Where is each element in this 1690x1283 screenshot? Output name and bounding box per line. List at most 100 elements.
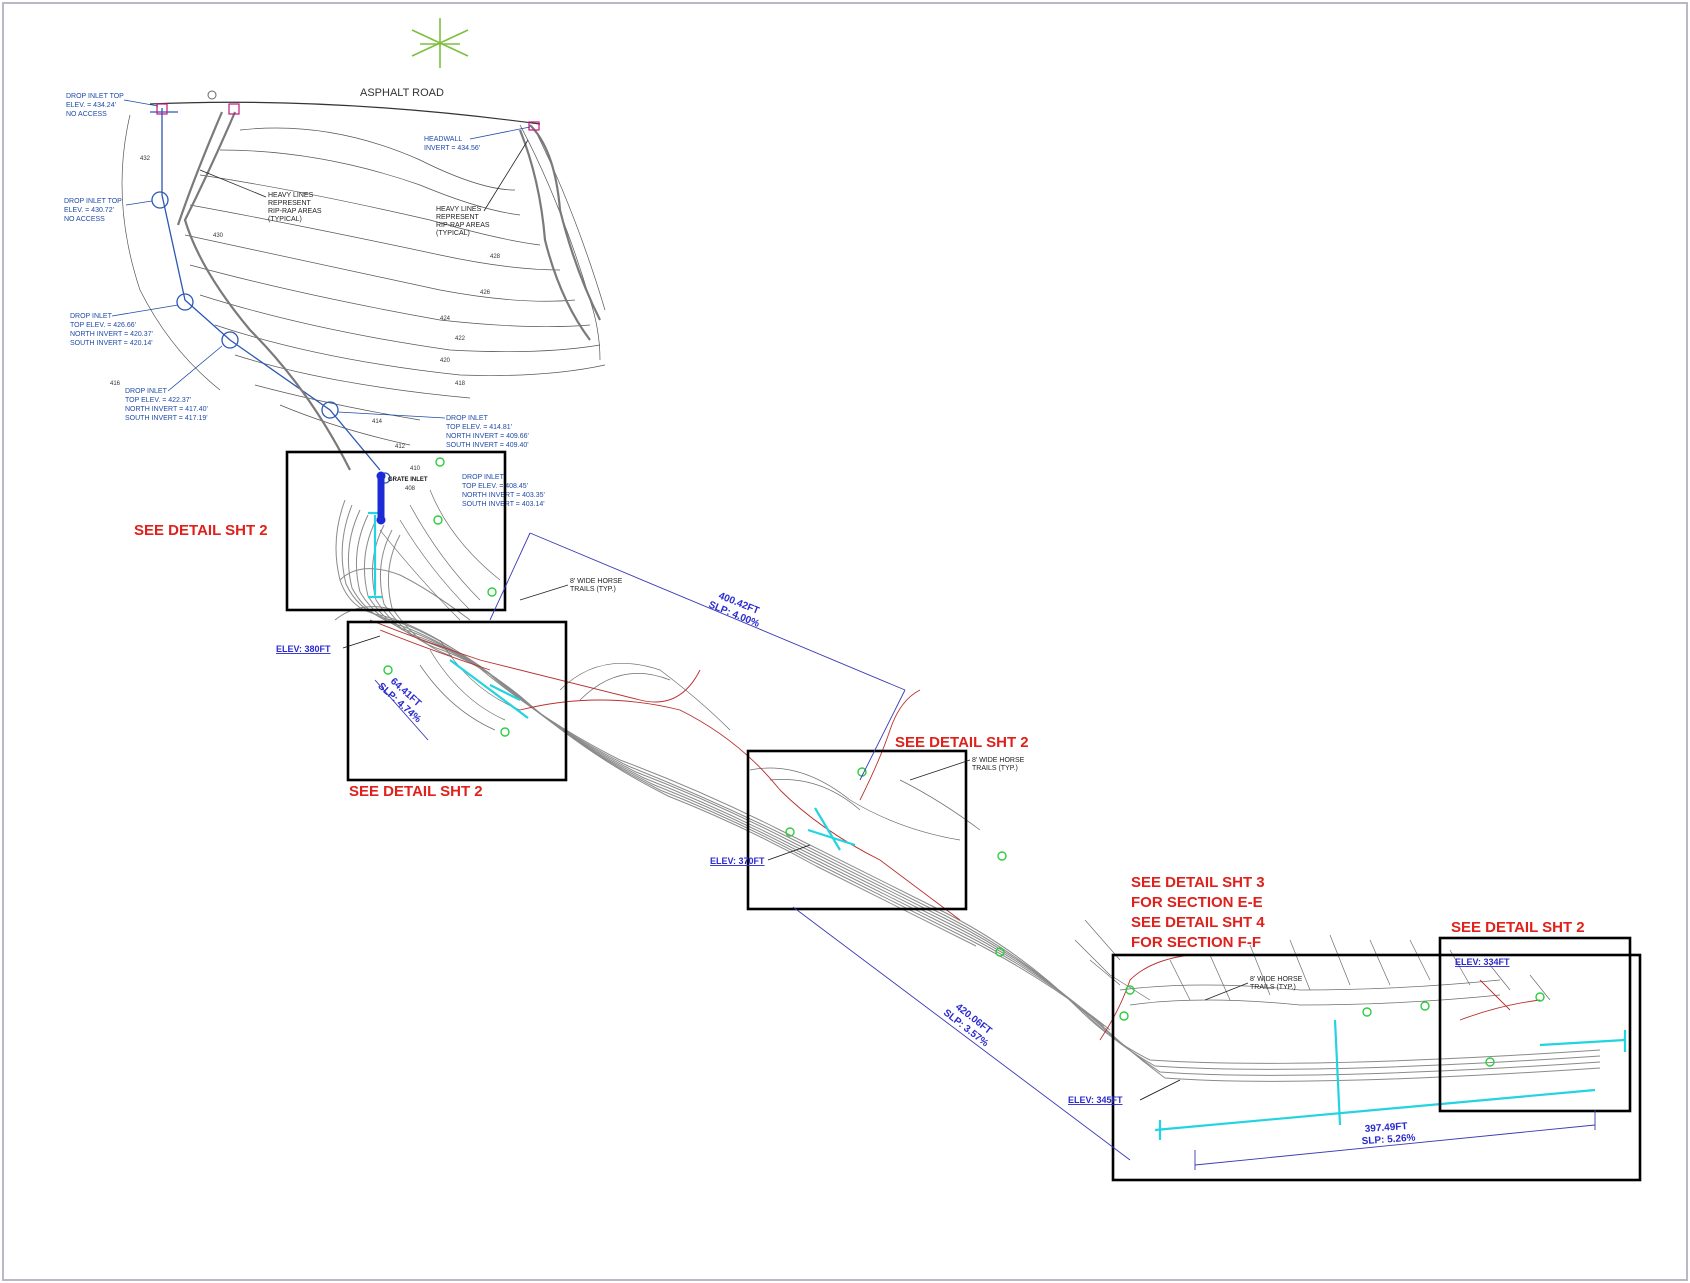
note-line: (TYPICAL) — [436, 230, 470, 237]
note-line: TRAILS (TYP.) — [570, 586, 616, 593]
contour-label: 414 — [372, 419, 383, 425]
detail-boxes — [285, 450, 1642, 1182]
note-line: SOUTH INVERT = 409.40' — [446, 442, 529, 449]
note-line: 8' WIDE HORSE — [1250, 976, 1303, 983]
contour-label: 426 — [480, 290, 491, 296]
note-line: SOUTH INVERT = 417.19' — [125, 415, 208, 422]
note-line: NORTH INVERT = 417.40' — [125, 406, 208, 413]
road-label: ASPHALT ROAD — [360, 87, 444, 99]
note-line: DROP INLET — [70, 313, 113, 320]
compass-star-icon — [411, 18, 469, 68]
callout-line: SEE DETAIL SHT 3 — [1131, 874, 1265, 891]
dimension-slope: SLP: 5.26% — [1361, 1133, 1416, 1148]
drop-inlet-note-5: DROP INLET TOP ELEV. = 414.81' NORTH INV… — [337, 411, 529, 449]
note-line: TRAILS (TYP.) — [972, 765, 1018, 772]
contour-labels: 432 430 428 426 424 422 420 418 416 414 … — [110, 156, 501, 492]
note-line: SOUTH INVERT = 403.14' — [462, 501, 545, 508]
tree-icons — [383, 457, 1545, 1067]
contour-label: 428 — [490, 254, 501, 260]
storm-drain-line — [150, 108, 391, 484]
detail-callout-4: SEE DETAIL SHT 3 FOR SECTION E-E SEE DET… — [1131, 874, 1265, 951]
callout-line: SEE DETAIL SHT 4 — [1131, 914, 1265, 931]
riprap-marker-icons — [156, 103, 540, 131]
riprap-note-1: HEAVY LINES REPRESENT RIP-RAP AREAS (TYP… — [199, 169, 322, 223]
headwall-note: HEADWALL INVERT = 434.56' — [424, 126, 531, 152]
note-line: INVERT = 434.56' — [424, 145, 480, 152]
asphalt-road: ASPHALT ROAD — [149, 87, 541, 125]
grate-inlet-label: GRATE INLET — [388, 477, 428, 483]
elevation-label-380: ELEV: 380FT — [276, 644, 331, 654]
note-line: 8' WIDE HORSE — [972, 757, 1025, 764]
contour-label: 430 — [213, 233, 224, 239]
note-line: TRAILS (TYP.) — [1250, 984, 1296, 991]
elevation-label-334: ELEV: 334FT — [1455, 957, 1510, 967]
graded-channel — [334, 499, 1601, 1082]
elevation-leaders — [342, 635, 1181, 1101]
note-line: HEADWALL — [424, 136, 462, 143]
upper-contours — [121, 114, 606, 446]
note-line: NORTH INVERT = 409.66' — [446, 433, 529, 440]
horse-trail — [369, 619, 1541, 1041]
drop-inlet-note-1: DROP INLET TOP ELEV. = 434.24' NO ACCESS — [66, 93, 159, 118]
contour-label: 418 — [455, 381, 466, 387]
dimension-label-3: 420.06FT SLP: 3.57% — [941, 1002, 994, 1050]
riprap-areas — [176, 111, 601, 471]
riprap-note-2: HEAVY LINES REPRESENT RIP-RAP AREAS (TYP… — [436, 139, 529, 237]
note-line: ELEV. = 434.24' — [66, 102, 116, 109]
drop-inlet-note-2: DROP INLET TOP ELEV. = 430.72' NO ACCESS — [64, 198, 153, 223]
note-line: HEAVY LINES — [436, 206, 482, 213]
dimension-label-2: 64.41FT SLP: 4.74% — [376, 676, 424, 725]
drop-inlet-note-6: DROP INLET TOP ELEV. = 408.45' NORTH INV… — [462, 474, 545, 508]
dimension-length: 397.49FT — [1364, 1121, 1407, 1135]
note-line: TOP ELEV. = 414.81' — [446, 424, 512, 431]
note-line: DROP INLET — [125, 388, 168, 395]
detail-callout-5: SEE DETAIL SHT 2 — [1451, 919, 1585, 936]
trail-note-3: 8' WIDE HORSE TRAILS (TYP.) — [1204, 976, 1303, 1001]
drop-inlet-note-3: DROP INLET TOP ELEV. = 426.66' NORTH INV… — [70, 304, 179, 347]
callout-line: FOR SECTION F-F — [1131, 934, 1261, 951]
contour-label: 424 — [440, 316, 451, 322]
detail-callout-1: SEE DETAIL SHT 2 — [134, 522, 268, 539]
trail-note-2: 8' WIDE HORSE TRAILS (TYP.) — [909, 757, 1025, 781]
contour-label: 412 — [395, 444, 406, 450]
note-line: RIP-RAP AREAS — [436, 222, 490, 229]
contour-label: 408 — [405, 486, 416, 492]
contour-label: 420 — [440, 358, 451, 364]
note-line: 8' WIDE HORSE — [570, 578, 623, 585]
detail-box-4 — [1111, 953, 1642, 1182]
contour-label: 422 — [455, 336, 466, 342]
note-line: NO ACCESS — [66, 111, 107, 118]
note-line: NORTH INVERT = 420.37' — [70, 331, 153, 338]
detail-box-1 — [285, 450, 507, 612]
dimension-label-4: 397.49FT SLP: 5.26% — [1361, 1121, 1416, 1148]
note-line: NO ACCESS — [64, 216, 105, 223]
drop-inlet-note-4: DROP INLET TOP ELEV. = 422.37' NORTH INV… — [125, 345, 223, 422]
note-line: TOP ELEV. = 426.66' — [70, 322, 136, 329]
note-line: (TYPICAL) — [268, 216, 302, 223]
note-line: DROP INLET — [446, 415, 489, 422]
detail-callout-2: SEE DETAIL SHT 2 — [349, 783, 483, 800]
detail-callout-3: SEE DETAIL SHT 2 — [895, 734, 1029, 751]
contour-label: 416 — [110, 381, 121, 387]
note-line: SOUTH INVERT = 420.14' — [70, 340, 153, 347]
note-line: TOP ELEV. = 422.37' — [125, 397, 191, 404]
pipe-sections — [368, 511, 1627, 1140]
note-line: TOP ELEV. = 408.45' — [462, 483, 528, 490]
note-line: ELEV. = 430.72' — [64, 207, 114, 214]
note-line: RIP-RAP AREAS — [268, 208, 322, 215]
dimension-label-1: 400.42FT SLP: 4.00% — [707, 591, 761, 630]
trail-note-1: 8' WIDE HORSE TRAILS (TYP.) — [519, 578, 623, 601]
note-line: REPRESENT — [436, 214, 480, 221]
note-line: NORTH INVERT = 403.35' — [462, 492, 545, 499]
callout-line: FOR SECTION E-E — [1131, 894, 1263, 911]
note-line: DROP INLET TOP — [64, 198, 122, 205]
elevation-label-370: ELEV: 370FT — [710, 856, 765, 866]
contour-label: 410 — [410, 466, 421, 472]
contour-label: 432 — [140, 156, 151, 162]
note-line: HEAVY LINES — [268, 192, 314, 199]
grate-inlet-icon — [376, 471, 386, 525]
dimension-lines — [374, 532, 1596, 1170]
note-line: DROP INLET — [462, 474, 505, 481]
